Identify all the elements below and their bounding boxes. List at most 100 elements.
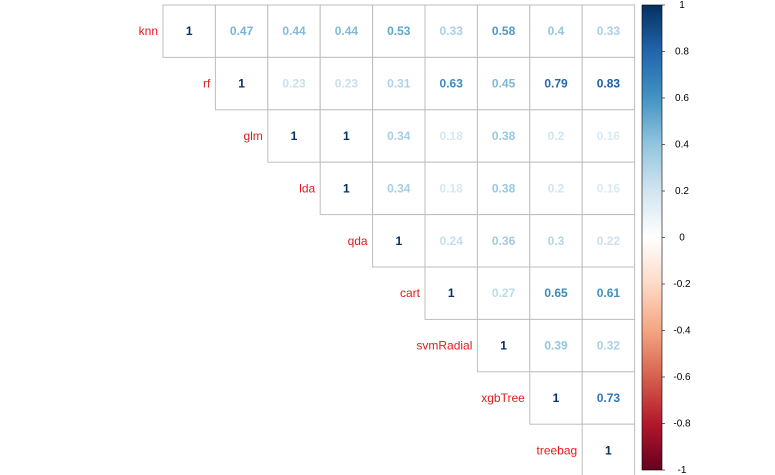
cell-value-cart-svmRadial: 0.27 (492, 286, 516, 300)
cell-xgbTree-xgbTree (529, 371, 583, 425)
colorbar: 10.80.60.40.20-0.2-0.4-0.6-0.8-1 (641, 0, 691, 475)
cell-lda-xgbTree (529, 161, 583, 216)
cell-cart-cart (424, 266, 478, 320)
cell-treebag-treebag (581, 423, 636, 475)
cell-value-rf-svmRadial: 0.45 (492, 77, 516, 91)
cell-value-glm-treebag: 0.16 (597, 129, 621, 143)
cell-value-lda-treebag: 0.16 (597, 181, 621, 195)
cell-value-knn-xgbTree: 0.4 (548, 24, 565, 38)
colorbar-tick-label: 0 (679, 233, 685, 244)
cell-glm-qda (372, 109, 426, 163)
cell-value-cart-xgbTree: 0.65 (544, 286, 568, 300)
cell-value-lda-svmRadial: 0.38 (492, 181, 516, 195)
cell-rf-xgbTree (529, 56, 583, 111)
cell-glm-svmRadial (476, 109, 531, 163)
cell-value-lda-qda: 0.34 (387, 181, 411, 195)
row-label-glm: glm (243, 129, 262, 143)
colorbar-tick-label: 0.8 (675, 47, 689, 58)
cell-value-treebag-treebag: 1 (605, 443, 612, 457)
cell-rf-cart (424, 56, 478, 111)
colorbar-tick-label: -0.4 (673, 326, 691, 337)
cell-qda-qda (372, 214, 426, 268)
cell-value-knn-treebag: 0.33 (597, 24, 621, 38)
cell-value-rf-qda: 0.31 (387, 77, 411, 91)
cell-lda-cart (424, 161, 478, 216)
colorbar-tick-label: 0.4 (675, 140, 689, 151)
cell-value-glm-glm: 1 (291, 129, 298, 143)
row-label-svmRadial: svmRadial (416, 339, 472, 353)
cell-lda-svmRadial (476, 161, 531, 216)
cell-rf-rf (214, 56, 269, 111)
colorbar-tick-label: 0.2 (675, 186, 689, 197)
row-labels: knn rf glm lda qda cart svmRadial xgbTree treeba… (139, 24, 578, 457)
cell-values: 1 0.47 0.44 0.44 0.53 0.33 0.58 0.4 0.33 1 0.23 0.2… (186, 24, 621, 457)
colorbar-tick-label: -0.6 (673, 372, 691, 383)
cell-value-rf-glm: 0.23 (282, 77, 306, 91)
colorbar-tick-label: -1 (678, 465, 687, 475)
cell-rf-lda (319, 56, 374, 111)
cell-glm-lda (319, 109, 374, 163)
cell-value-qda-treebag: 0.22 (597, 234, 621, 248)
cell-knn-rf (214, 4, 269, 58)
cell-value-glm-qda: 0.34 (387, 129, 411, 143)
cell-cart-treebag (581, 266, 636, 320)
colorbar-tick-label: 0.6 (675, 93, 689, 104)
cell-value-rf-rf: 1 (238, 77, 245, 91)
cell-value-rf-treebag: 0.83 (597, 77, 621, 91)
cell-value-xgbTree-treebag: 0.73 (597, 391, 621, 405)
cell-value-knn-qda: 0.53 (387, 24, 411, 38)
cell-value-qda-qda: 1 (395, 234, 402, 248)
cell-value-rf-cart: 0.63 (440, 77, 464, 91)
colorbar-tick-label: -0.2 (673, 279, 691, 290)
cell-value-qda-xgbTree: 0.3 (548, 234, 565, 248)
row-label-xgbTree: xgbTree (481, 391, 525, 405)
cell-value-svmRadial-svmRadial: 1 (500, 339, 507, 353)
cell-svmRadial-treebag (581, 318, 636, 373)
colorbar-gradient (641, 4, 663, 471)
cell-value-knn-lda: 0.44 (335, 24, 359, 38)
cell-knn-glm (267, 4, 321, 58)
cell-cart-svmRadial (476, 266, 531, 320)
cell-xgbTree-treebag (581, 371, 636, 425)
row-label-knn: knn (139, 24, 158, 38)
cell-value-lda-xgbTree: 0.2 (548, 181, 565, 195)
cell-value-knn-cart: 0.33 (440, 24, 464, 38)
cell-value-rf-xgbTree: 0.79 (544, 77, 568, 91)
cell-glm-treebag (581, 109, 636, 163)
cell-value-lda-lda: 1 (343, 181, 350, 195)
cell-glm-xgbTree (529, 109, 583, 163)
cell-svmRadial-svmRadial (476, 318, 531, 373)
cell-glm-glm (267, 109, 321, 163)
cell-value-qda-cart: 0.24 (440, 234, 464, 248)
cell-lda-lda (319, 161, 374, 216)
row-label-qda: qda (348, 234, 368, 248)
cell-value-qda-svmRadial: 0.36 (492, 234, 516, 248)
cell-glm-cart (424, 109, 478, 163)
cell-value-cart-treebag: 0.61 (597, 286, 621, 300)
cell-knn-knn (162, 4, 216, 58)
cell-value-knn-glm: 0.44 (282, 24, 306, 38)
cell-value-lda-cart: 0.18 (440, 181, 464, 195)
cell-value-glm-svmRadial: 0.38 (492, 129, 516, 143)
cell-lda-treebag (581, 161, 636, 216)
cell-value-xgbTree-xgbTree: 1 (553, 391, 560, 405)
cell-value-knn-svmRadial: 0.58 (492, 24, 516, 38)
cell-value-glm-xgbTree: 0.2 (548, 129, 565, 143)
cell-knn-cart (424, 4, 478, 58)
cell-value-cart-cart: 1 (448, 286, 455, 300)
cell-rf-treebag (581, 56, 636, 111)
cell-knn-xgbTree (529, 4, 583, 58)
grid-layer (162, 4, 636, 475)
row-label-treebag: treebag (536, 443, 577, 457)
cell-value-rf-lda: 0.23 (335, 77, 359, 91)
cell-value-knn-rf: 0.47 (230, 24, 254, 38)
row-label-cart: cart (400, 286, 421, 300)
colorbar-tick-label: -0.8 (673, 419, 691, 430)
cell-value-glm-lda: 1 (343, 129, 350, 143)
row-label-rf: rf (203, 77, 211, 91)
row-label-lda: lda (299, 181, 315, 195)
cell-value-knn-knn: 1 (186, 24, 193, 38)
cell-value-svmRadial-treebag: 0.32 (597, 339, 621, 353)
cell-value-glm-cart: 0.18 (440, 129, 464, 143)
